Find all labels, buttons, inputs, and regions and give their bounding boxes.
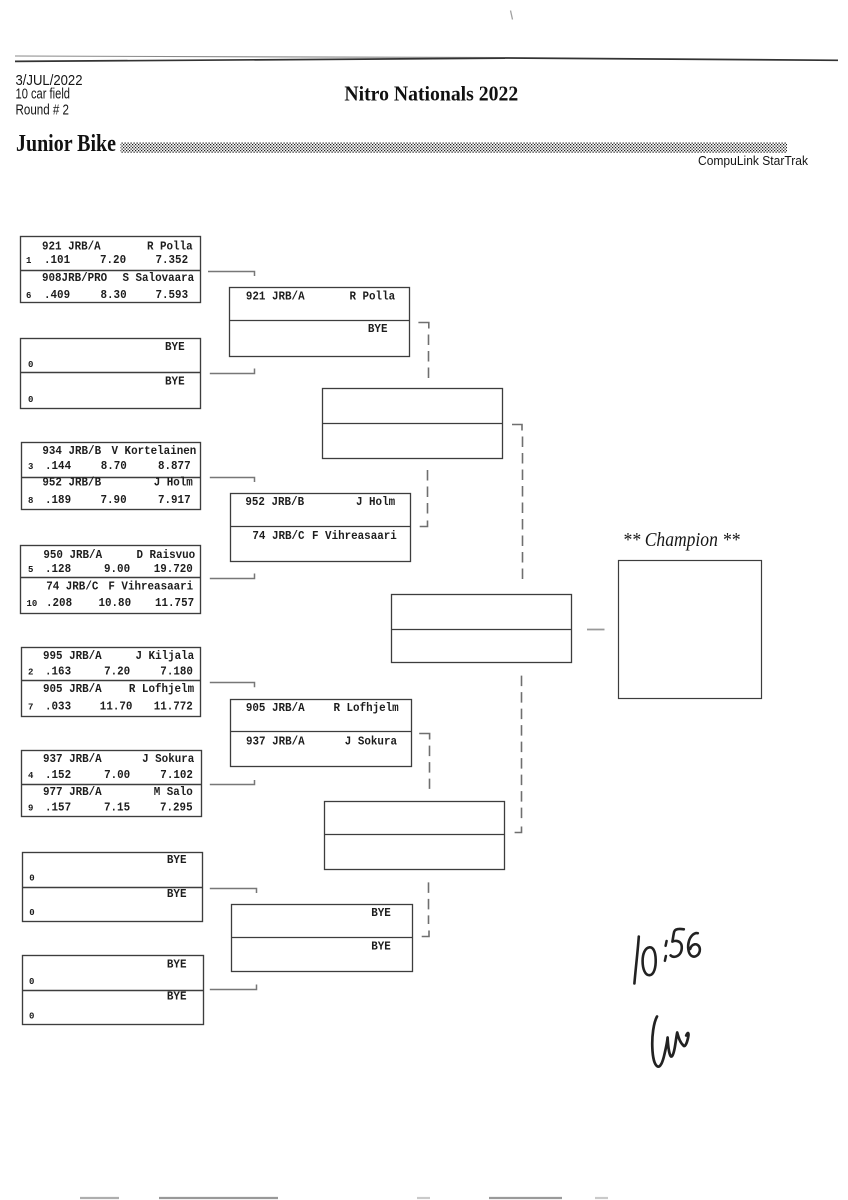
- svg-text:0: 0: [29, 977, 34, 987]
- svg-text:Junior Bike: Junior Bike: [16, 131, 116, 157]
- svg-text:.128: .128: [45, 562, 71, 576]
- svg-text:BYE: BYE: [371, 906, 391, 920]
- svg-text:8.70: 8.70: [101, 459, 127, 473]
- svg-text:9: 9: [28, 803, 33, 813]
- svg-text:BYE: BYE: [368, 322, 388, 336]
- svg-text:7.352: 7.352: [156, 253, 189, 267]
- svg-text:3: 3: [28, 462, 33, 472]
- svg-text:.101: .101: [44, 253, 70, 267]
- svg-text:7.593: 7.593: [156, 288, 189, 302]
- svg-text:7.00: 7.00: [104, 768, 130, 782]
- svg-text:J Holm: J Holm: [356, 495, 395, 509]
- svg-text:934 JRB/B: 934 JRB/B: [42, 444, 101, 458]
- svg-text:1: 1: [26, 256, 32, 266]
- svg-text:J Holm: J Holm: [154, 476, 193, 490]
- svg-text:3/JUL/2022: 3/JUL/2022: [16, 73, 83, 89]
- svg-text:7.20: 7.20: [104, 665, 130, 679]
- svg-text:7.15: 7.15: [104, 800, 130, 814]
- svg-text:7: 7: [28, 702, 33, 712]
- svg-text:7.102: 7.102: [160, 768, 193, 782]
- svg-text:R Lofhjelm: R Lofhjelm: [129, 682, 194, 696]
- svg-text:BYE: BYE: [371, 940, 391, 954]
- svg-text:V Kortelainen: V Kortelainen: [112, 444, 197, 458]
- svg-text:977 JRB/A: 977 JRB/A: [43, 785, 102, 799]
- svg-text:74 JRB/C: 74 JRB/C: [46, 580, 99, 594]
- svg-text:** Champion **: ** Champion **: [623, 530, 740, 551]
- svg-text:19.720: 19.720: [154, 562, 193, 576]
- svg-text:.189: .189: [45, 493, 71, 507]
- svg-text:BYE: BYE: [167, 990, 187, 1004]
- svg-text:2: 2: [28, 668, 33, 678]
- svg-text:0: 0: [28, 395, 33, 405]
- svg-text:11.70: 11.70: [100, 699, 133, 713]
- svg-text:921 JRB/A: 921 JRB/A: [246, 290, 305, 304]
- svg-text:F Vihreasaari: F Vihreasaari: [108, 580, 193, 594]
- svg-text:7.917: 7.917: [158, 493, 191, 507]
- svg-text:M Salo: M Salo: [154, 785, 193, 799]
- svg-text:7.295: 7.295: [160, 800, 193, 814]
- svg-text:R Polla: R Polla: [147, 240, 193, 254]
- svg-text:950 JRB/A: 950 JRB/A: [43, 548, 102, 562]
- svg-text:8.30: 8.30: [101, 288, 127, 302]
- svg-text:7.180: 7.180: [160, 665, 193, 679]
- svg-text:8.877: 8.877: [158, 459, 191, 473]
- svg-text:937 JRB/A: 937 JRB/A: [43, 752, 102, 766]
- svg-text:0: 0: [29, 1011, 34, 1021]
- svg-text:921 JRB/A: 921 JRB/A: [42, 240, 101, 254]
- svg-text:BYE: BYE: [165, 375, 185, 389]
- svg-text:0: 0: [29, 874, 34, 884]
- svg-text:0: 0: [28, 360, 33, 370]
- svg-text:D Raisvuo: D Raisvuo: [137, 548, 196, 562]
- svg-text:BYE: BYE: [167, 958, 187, 972]
- svg-text:.144: .144: [45, 459, 72, 473]
- svg-text:Round # 2: Round # 2: [16, 102, 70, 118]
- svg-text:905 JRB/A: 905 JRB/A: [43, 682, 102, 696]
- svg-text:11.772: 11.772: [154, 699, 193, 713]
- svg-text:7.20: 7.20: [100, 253, 126, 267]
- svg-text:8: 8: [28, 496, 33, 506]
- svg-text:7.90: 7.90: [101, 493, 127, 507]
- svg-text:905 JRB/A: 905 JRB/A: [246, 701, 305, 715]
- svg-text:S Salovaara: S Salovaara: [123, 271, 195, 285]
- svg-text:908JRB/PRO: 908JRB/PRO: [42, 271, 107, 285]
- svg-text:J Sokura: J Sokura: [142, 752, 195, 766]
- svg-text:10: 10: [27, 599, 38, 609]
- svg-text:74 JRB/C: 74 JRB/C: [252, 529, 305, 543]
- svg-text:.208: .208: [46, 596, 72, 610]
- svg-text:995 JRB/A: 995 JRB/A: [43, 649, 102, 663]
- svg-text:952 JRB/B: 952 JRB/B: [245, 495, 304, 509]
- svg-text:11.757: 11.757: [155, 596, 194, 610]
- svg-text:.157: .157: [45, 800, 71, 814]
- svg-text:Nitro Nationals 2022: Nitro Nationals 2022: [344, 82, 518, 106]
- svg-text:6: 6: [26, 291, 31, 301]
- svg-text:BYE: BYE: [165, 340, 185, 354]
- svg-text:J Sokura: J Sokura: [345, 735, 398, 749]
- svg-text:F Vihreasaari: F Vihreasaari: [312, 529, 397, 543]
- svg-text:J Kiljala: J Kiljala: [136, 649, 195, 663]
- svg-text:BYE: BYE: [167, 887, 187, 901]
- svg-text:4: 4: [28, 771, 34, 781]
- svg-text:R Polla: R Polla: [350, 290, 396, 304]
- svg-text:937 JRB/A: 937 JRB/A: [246, 735, 305, 749]
- svg-text:10.80: 10.80: [99, 596, 132, 610]
- svg-text:9.00: 9.00: [104, 562, 130, 576]
- svg-text:0: 0: [29, 908, 34, 918]
- svg-text:CompuLink StarTrak: CompuLink StarTrak: [698, 153, 808, 168]
- svg-text:10 car field: 10 car field: [16, 87, 71, 103]
- svg-text:BYE: BYE: [167, 853, 187, 867]
- svg-text:.033: .033: [45, 699, 71, 713]
- svg-text:5: 5: [28, 565, 33, 575]
- svg-text:952 JRB/B: 952 JRB/B: [42, 476, 101, 490]
- svg-text:.163: .163: [45, 665, 71, 679]
- svg-text:.409: .409: [44, 288, 70, 302]
- svg-text:.152: .152: [45, 768, 71, 782]
- svg-text:R Lofhjelm: R Lofhjelm: [334, 701, 399, 715]
